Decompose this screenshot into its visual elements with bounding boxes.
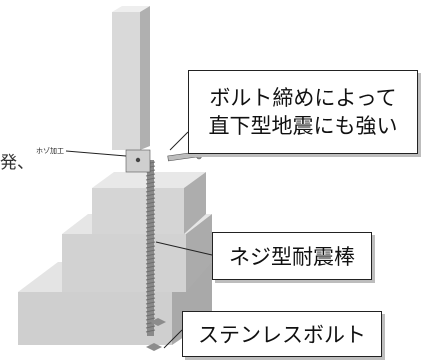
rod-thread — [145, 233, 156, 237]
top-step-block — [92, 172, 206, 234]
rod-thread — [145, 305, 156, 309]
rod-thread — [145, 329, 156, 333]
rod-thread — [145, 173, 156, 177]
threaded-rod — [145, 160, 156, 336]
rod-thread — [145, 213, 156, 217]
rod-thread — [145, 293, 156, 297]
rod-thread — [145, 193, 156, 197]
rod-thread — [145, 261, 156, 265]
rod-thread — [145, 229, 156, 233]
rod-thread — [145, 225, 156, 229]
rod-thread — [145, 201, 156, 205]
rod-thread — [145, 313, 156, 317]
rod-thread — [145, 281, 156, 285]
rod-thread — [145, 249, 156, 253]
rod-thread — [145, 245, 156, 249]
rod-thread — [145, 309, 156, 313]
rod-thread — [145, 181, 156, 185]
rod-thread — [145, 253, 156, 257]
tenon-label: ホゾ加工 — [36, 147, 64, 155]
leader-lines — [65, 131, 213, 349]
stainless-bolt-callout: ステンレスボルト — [182, 311, 382, 357]
rod-thread — [145, 325, 156, 329]
rod-thread — [145, 277, 156, 281]
bolt-callout: ボルト締めによって 直下型地震にも強い — [188, 70, 418, 154]
rod-thread — [145, 241, 156, 245]
rod-thread — [145, 273, 156, 277]
rod-thread — [145, 269, 156, 273]
rod-thread — [145, 189, 156, 193]
rod-thread — [145, 317, 156, 321]
rod-thread — [145, 185, 156, 189]
rod-thread — [145, 265, 156, 269]
rod-callout: ネジ型耐震棒 — [212, 232, 372, 280]
rod-thread — [145, 177, 156, 181]
rod-thread — [145, 237, 156, 241]
rod-thread — [145, 285, 156, 289]
stainless-bolt-parts — [146, 318, 166, 351]
bolt-callout-line1: ボルト締めによって — [209, 86, 397, 110]
rod-thread — [145, 209, 156, 213]
pillar — [112, 6, 151, 173]
rod-thread — [145, 297, 156, 301]
rod-thread — [145, 217, 156, 221]
rod-thread — [145, 197, 156, 201]
bolt-callout-line2: 直下型地震にも強い — [208, 114, 398, 138]
rod-thread — [145, 289, 156, 293]
rod-thread — [145, 221, 156, 225]
rod-thread — [145, 301, 156, 305]
rod-thread — [145, 257, 156, 261]
clipped-text: 発、 — [0, 153, 34, 173]
rod-thread — [145, 205, 156, 209]
